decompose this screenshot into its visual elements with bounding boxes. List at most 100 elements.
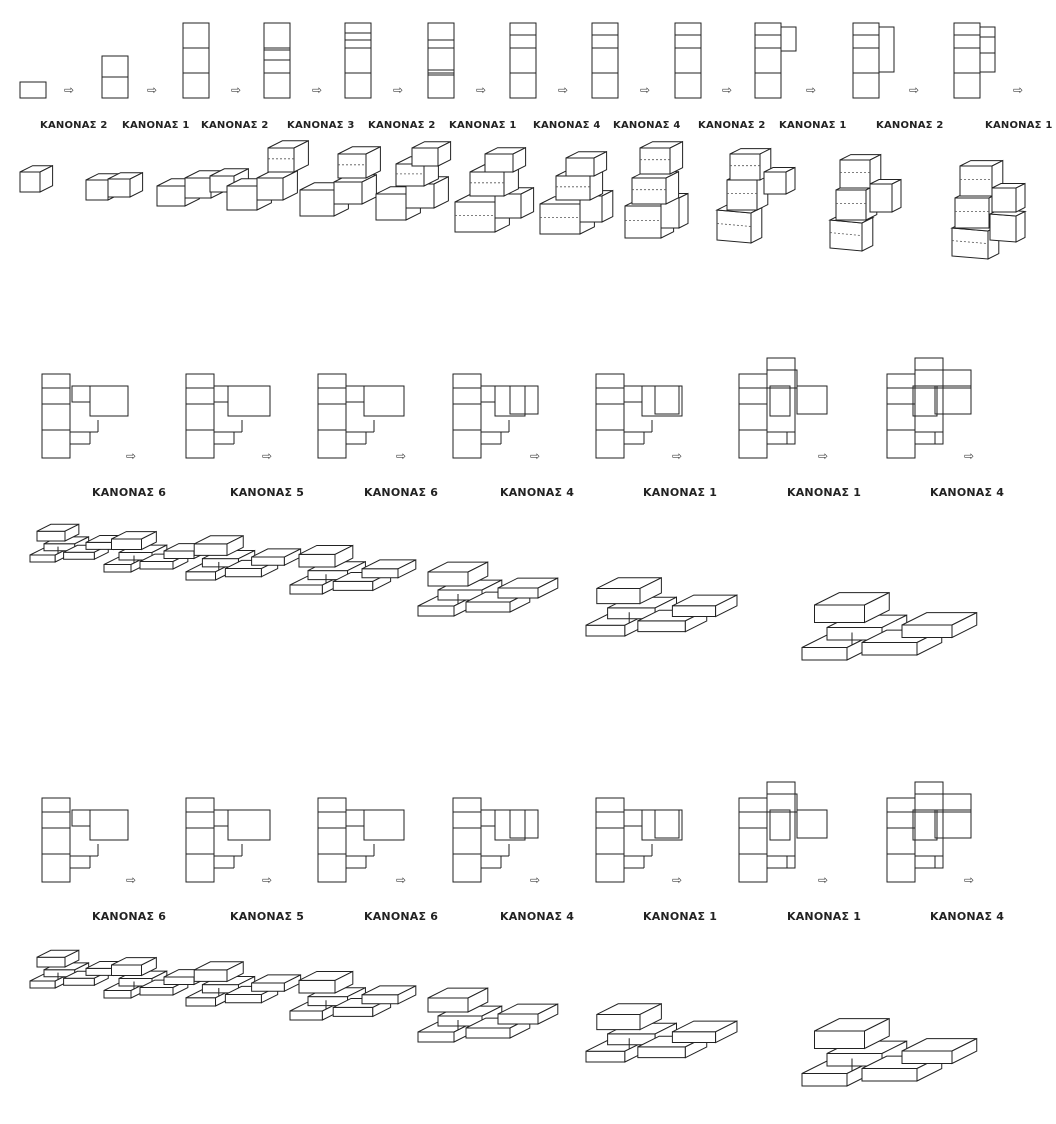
- box-front-face: [140, 988, 173, 996]
- plan-cell: [453, 404, 481, 430]
- plan-cell: [42, 854, 70, 882]
- arrow-icon: ⇨: [147, 83, 157, 97]
- box-front-face: [225, 569, 261, 577]
- rule-label: ΚΑΝΟΝΑΣ 1: [985, 120, 1053, 131]
- plan-cell: [767, 358, 795, 444]
- arrow-icon: ⇨: [964, 449, 974, 463]
- box-front-face: [638, 1047, 686, 1058]
- plan-cell: [183, 23, 209, 48]
- plan-cell: [943, 370, 971, 388]
- box-front-face: [836, 190, 866, 220]
- plan-cell: [655, 810, 679, 838]
- plan-cell: [915, 782, 943, 868]
- plan-cell: [943, 794, 971, 812]
- box-front-face: [428, 998, 468, 1012]
- box-front-face: [586, 625, 625, 636]
- plan-cell: [42, 430, 70, 458]
- arrow-icon: ⇨: [64, 83, 74, 97]
- box-front-face: [672, 1032, 715, 1043]
- box-front-face: [730, 154, 760, 180]
- rule-label: ΚΑΝΟΝΑΣ 1: [449, 120, 517, 131]
- plan-cell: [739, 854, 767, 882]
- plan-cell: [642, 386, 682, 416]
- plan-cell: [596, 374, 624, 388]
- plan-cell: [318, 374, 346, 388]
- box-front-face: [466, 1028, 510, 1038]
- plan-cell: [592, 73, 618, 98]
- plan-cell: [739, 812, 767, 828]
- plan-cell: [510, 73, 536, 98]
- box-front-face: [104, 991, 131, 999]
- box-front-face: [632, 178, 666, 204]
- box-front-face: [556, 176, 590, 200]
- box-front-face: [362, 569, 398, 578]
- plan-cell: [739, 374, 767, 388]
- plan-cell: [596, 798, 624, 812]
- arrow-icon: ⇨: [806, 83, 816, 97]
- box-front-face: [140, 562, 173, 570]
- plan-cell: [346, 810, 364, 826]
- box-front-face: [955, 198, 989, 228]
- box-front-face: [862, 1069, 917, 1082]
- plan-cell: [345, 23, 371, 48]
- rule-label: ΚΑΝΟΝΑΣ 4: [930, 486, 1004, 499]
- plan-cell: [42, 404, 70, 430]
- box-front-face: [960, 166, 992, 196]
- plan-cell: [72, 810, 90, 826]
- box-front-face: [495, 194, 521, 218]
- plan-cell: [887, 388, 915, 404]
- box-front-face: [396, 164, 424, 186]
- rule-label: ΚΑΝΟΝΑΣ 2: [876, 120, 944, 131]
- rule-label: ΚΑΝΟΝΑΣ 1: [787, 486, 861, 499]
- box-front-face: [338, 154, 366, 178]
- box-front-face: [268, 148, 294, 172]
- plan-cell: [364, 386, 404, 416]
- box-front-face: [412, 148, 438, 166]
- box-front-face: [625, 206, 661, 238]
- box-front-face: [640, 148, 670, 174]
- box-front-face: [37, 957, 65, 967]
- box-front-face: [164, 551, 194, 559]
- box-front-face: [727, 180, 757, 210]
- box-front-face: [764, 172, 786, 194]
- box-front-face: [86, 180, 108, 200]
- plan-cell: [318, 798, 346, 812]
- plan-cell: [318, 430, 346, 458]
- box-side-face: [786, 168, 795, 195]
- plan-cell: [186, 388, 214, 404]
- plan-cell: [42, 798, 70, 812]
- box-front-face: [597, 1014, 640, 1029]
- plan-cell: [980, 27, 995, 72]
- plan-cell: [879, 27, 894, 72]
- box-front-face: [672, 606, 715, 617]
- plan-cell: [592, 48, 618, 73]
- arrow-icon: ⇨: [476, 83, 486, 97]
- arrow-icon: ⇨: [312, 83, 322, 97]
- plan-cell: [739, 430, 767, 458]
- rule-label: ΚΑΝΟΝΑΣ 1: [643, 910, 717, 923]
- box-front-face: [252, 983, 285, 991]
- box-front-face: [185, 178, 211, 198]
- plan-cell: [913, 386, 937, 416]
- plan-cell: [264, 73, 290, 98]
- box-front-face: [257, 178, 283, 200]
- box-side-face: [679, 194, 688, 229]
- arrow-icon: ⇨: [396, 449, 406, 463]
- box-front-face: [112, 965, 142, 976]
- plan-cell: [767, 370, 797, 388]
- plan-cell: [90, 386, 128, 416]
- box-front-face: [376, 194, 406, 220]
- plan-cell: [596, 430, 624, 458]
- plan-cell: [739, 388, 767, 404]
- arrow-icon: ⇨: [672, 873, 682, 887]
- plan-cell: [228, 810, 270, 840]
- box-front-face: [64, 552, 95, 559]
- arrow-icon: ⇨: [262, 449, 272, 463]
- box-front-face: [406, 184, 434, 208]
- rule-label: ΚΑΝΟΝΑΣ 4: [930, 910, 1004, 923]
- plan-cell: [183, 73, 209, 98]
- rule-label: ΚΑΝΟΝΑΣ 6: [92, 486, 166, 499]
- plan-cell: [770, 386, 790, 416]
- plan-cell: [364, 810, 404, 840]
- box-front-face: [333, 581, 373, 590]
